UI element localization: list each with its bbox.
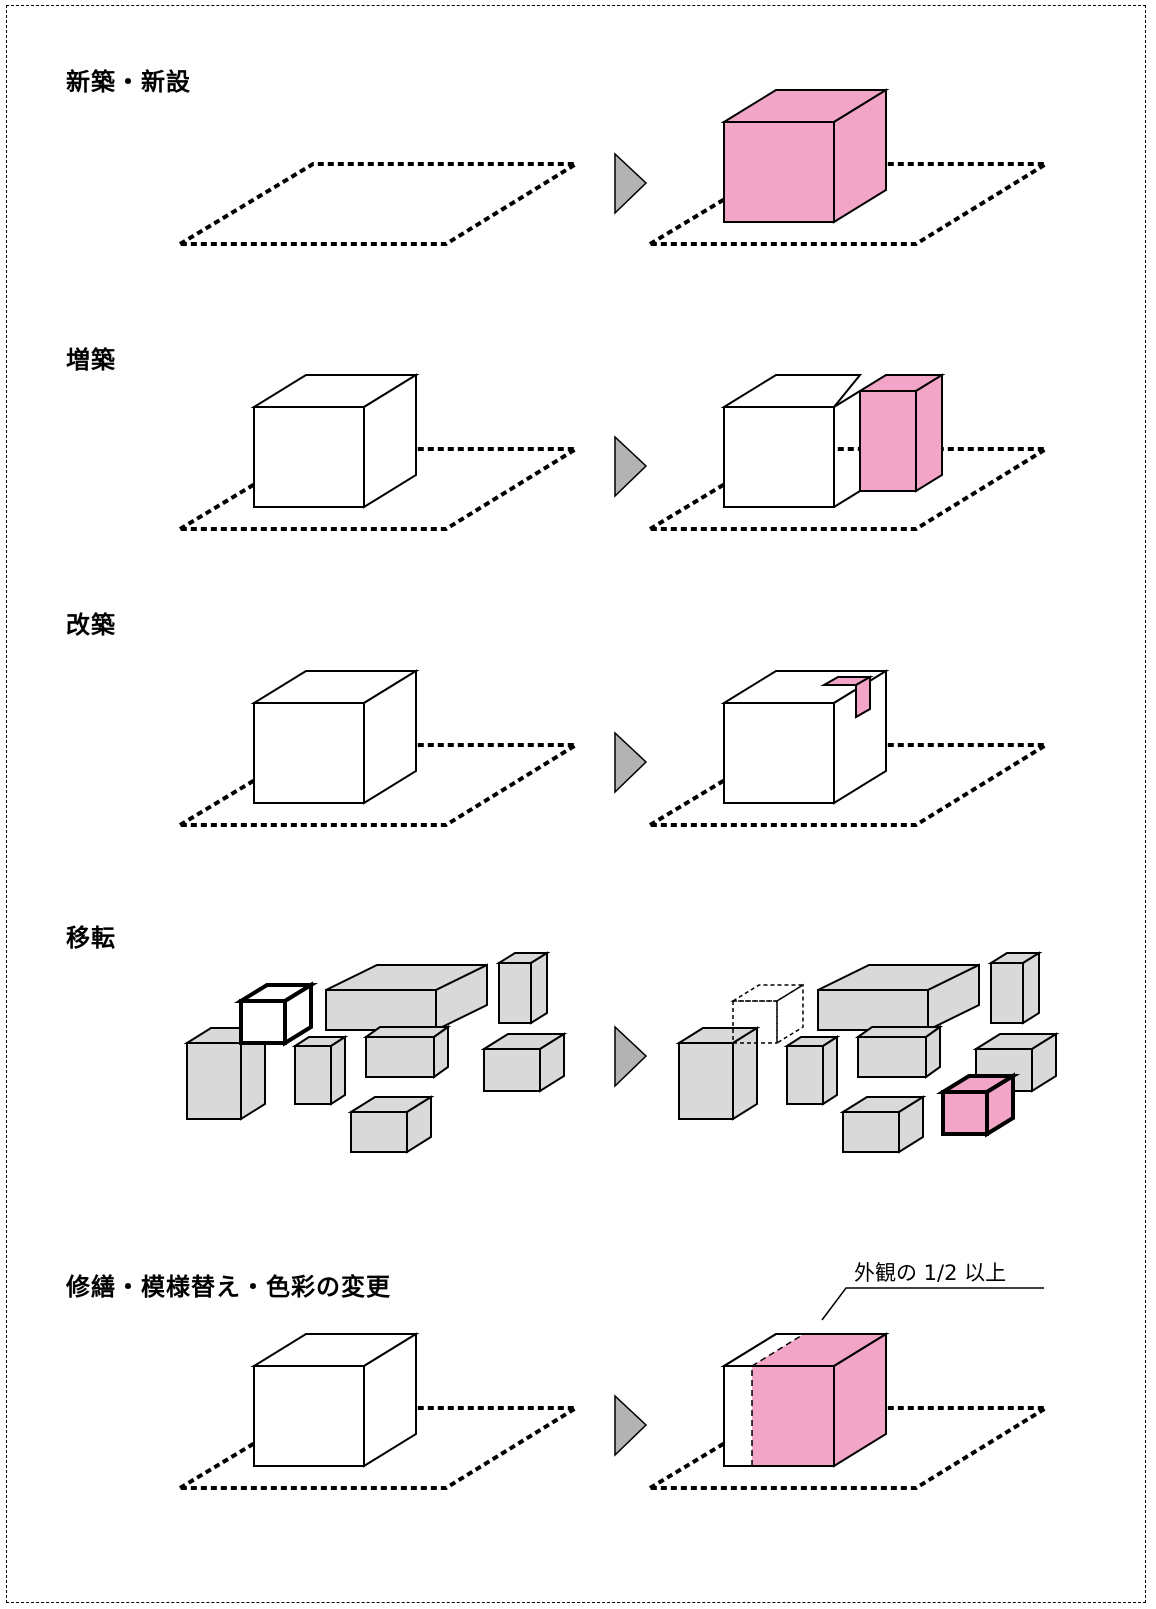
lot-after bbox=[642, 447, 1054, 531]
arrow-icon bbox=[614, 435, 648, 498]
section-title-relocation: 移転 bbox=[66, 924, 116, 952]
reconstructed-part-highlight bbox=[820, 675, 874, 719]
arrow-icon bbox=[614, 731, 648, 794]
scene-repair: 外観の 1/2 以上 bbox=[0, 1261, 1156, 1584]
scene-new-construction bbox=[0, 80, 1156, 340]
existing-building-before bbox=[250, 373, 420, 509]
arrow-icon bbox=[614, 1394, 648, 1457]
callout-label: 外観の 1/2 以上 bbox=[854, 1261, 1006, 1285]
buildings-before bbox=[183, 951, 568, 1154]
scene-reconstruction bbox=[0, 661, 1156, 921]
buildings-after bbox=[675, 951, 1060, 1154]
arrow-icon bbox=[614, 1025, 648, 1088]
section-title-reconstruction: 改築 bbox=[66, 611, 116, 639]
original-location-ghost bbox=[730, 983, 806, 1045]
scene-relocation bbox=[0, 945, 1156, 1205]
section-title-repair-remodel-color-change: 修繕・模様替え・色彩の変更 bbox=[66, 1273, 391, 1301]
existing-building-before bbox=[250, 669, 420, 805]
repaired-building bbox=[720, 1332, 890, 1468]
existing-building-before bbox=[250, 1332, 420, 1468]
area-callout: 外観の 1/2 以上 bbox=[821, 1261, 1044, 1321]
diagram-border bbox=[6, 5, 1146, 1603]
section-title-extension: 増築 bbox=[66, 346, 116, 374]
relocating-building-before bbox=[233, 981, 319, 1047]
empty-lot-before bbox=[172, 162, 584, 246]
new-building-highlight bbox=[720, 88, 890, 224]
arrow-icon bbox=[614, 152, 648, 215]
scene-extension bbox=[0, 365, 1156, 625]
relocated-building-highlight bbox=[935, 1072, 1021, 1138]
section-title-new-construction: 新築・新設 bbox=[66, 68, 191, 96]
extension-highlight bbox=[833, 373, 946, 508]
existing-building-after bbox=[720, 374, 863, 508]
